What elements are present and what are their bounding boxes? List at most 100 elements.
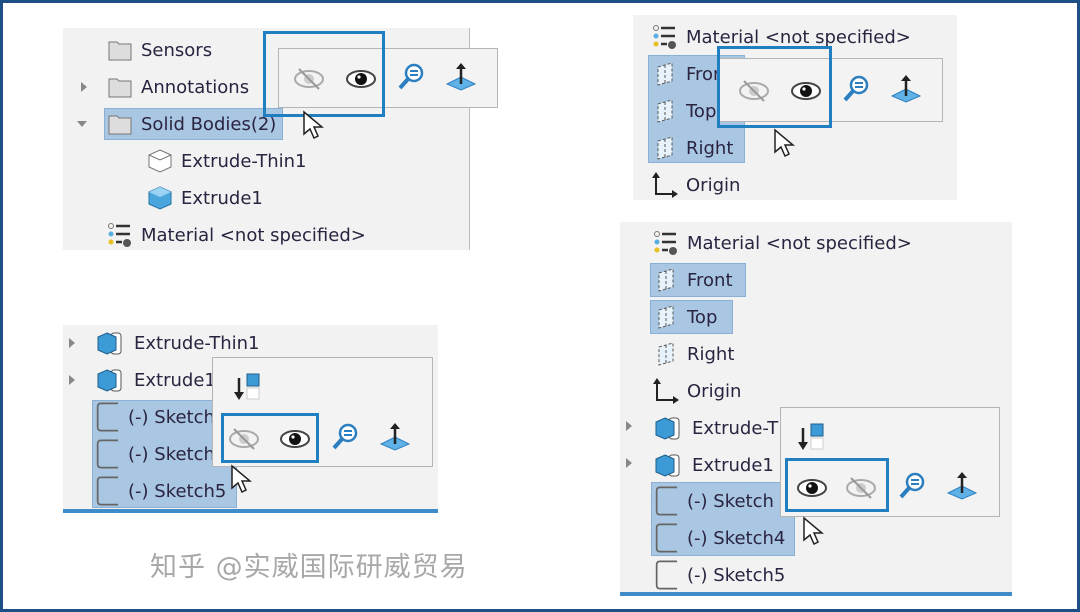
isolate-icon[interactable]	[231, 372, 263, 402]
tree-item-extrude1[interactable]: Extrude1	[147, 183, 263, 213]
item-label: (-) Sketch5	[687, 564, 786, 586]
tree-item-sketch5[interactable]: (-) Sketch5	[653, 560, 785, 590]
zoom-to-selection-icon[interactable]	[895, 471, 929, 501]
item-label: Material <not specified>	[141, 224, 366, 246]
tree-item-solid-bodies[interactable]: Solid Bodies(2)	[107, 109, 276, 139]
collapse-arrow-icon[interactable]	[77, 121, 87, 127]
tree-item-material[interactable]: Material <not specified>	[653, 228, 912, 258]
annotations-folder-icon	[107, 74, 133, 100]
item-label: Origin	[686, 174, 741, 196]
zoom-to-selection-icon[interactable]	[394, 62, 428, 92]
isolate-icon[interactable]	[795, 422, 827, 452]
callout-highlight-box	[263, 31, 385, 117]
sketch-icon	[653, 484, 679, 518]
plane-icon	[652, 135, 678, 161]
item-label: (-) Sketch	[128, 443, 215, 465]
mouse-cursor-icon	[802, 516, 824, 546]
context-toolbar	[278, 48, 498, 108]
sketch-icon	[653, 558, 679, 592]
tree-item-extrude1[interactable]: Extrude1	[654, 450, 774, 480]
origin-icon	[652, 172, 678, 198]
expand-arrow-icon[interactable]	[626, 458, 632, 468]
plane-icon	[653, 304, 679, 330]
normal-to-icon[interactable]	[444, 62, 478, 92]
expand-arrow-icon[interactable]	[81, 82, 87, 92]
item-label: (-) Sketch5	[128, 480, 227, 502]
extrude-feature-icon	[96, 330, 126, 356]
item-label: Right	[687, 343, 735, 365]
tree-item-material[interactable]: Material <not specified>	[652, 22, 911, 52]
tree-item-origin[interactable]: Origin	[653, 376, 741, 406]
sketch-icon	[94, 474, 120, 508]
item-label: Top	[686, 100, 717, 122]
context-toolbar	[780, 407, 1000, 517]
expand-arrow-icon[interactable]	[626, 421, 632, 431]
tree-item-sketch5[interactable]: (-) Sketch5	[94, 476, 226, 506]
tree-item-sketch4[interactable]: (-) Sketch4	[653, 523, 785, 553]
tree-item-top[interactable]: Top	[653, 302, 717, 332]
callout-highlight-box	[221, 413, 319, 463]
tree-item-extrude-thin1[interactable]: Extrude-Thin1	[96, 328, 260, 358]
tree-item-extrude-thin[interactable]: Extrude-T	[654, 413, 778, 443]
item-label: Annotations	[141, 76, 250, 98]
tree-item-sensors[interactable]: Sensors	[107, 35, 212, 65]
panel-bottom-bar	[620, 592, 1012, 596]
material-icon	[653, 230, 679, 256]
item-label: (-) Sketch	[128, 406, 215, 428]
item-label: Material <not specified>	[687, 232, 912, 254]
extrude-feature-icon	[96, 367, 126, 393]
item-label: Extrude-Thin1	[134, 332, 260, 354]
zoom-to-selection-icon[interactable]	[328, 422, 362, 452]
material-icon	[107, 222, 133, 248]
solid-body-icon	[147, 185, 173, 211]
tree-item-origin[interactable]: Origin	[652, 170, 740, 200]
tree-item-right[interactable]: Right	[653, 339, 734, 369]
plane-icon	[653, 341, 679, 367]
item-label: Extrude-T	[692, 417, 779, 439]
item-label: Extrude-Thin1	[181, 150, 307, 172]
expand-arrow-icon[interactable]	[69, 338, 75, 348]
tree-item-sketch[interactable]: (-) Sketch	[94, 439, 215, 469]
solid-bodies-folder-icon	[107, 111, 133, 137]
extrude-feature-icon	[654, 452, 684, 478]
item-label: Right	[686, 137, 734, 159]
panel-bottom-bar	[63, 509, 438, 513]
item-label: Origin	[687, 380, 742, 402]
tree-item-top[interactable]: Top	[652, 96, 716, 126]
item-label: Top	[687, 306, 718, 328]
callout-highlight-box	[785, 458, 889, 512]
origin-icon	[653, 378, 679, 404]
item-label: Front	[687, 269, 733, 291]
zoom-to-selection-icon[interactable]	[839, 74, 873, 104]
sensors-folder-icon	[107, 37, 133, 63]
tree-item-material[interactable]: Material <not specified>	[107, 220, 366, 250]
tree-item-sketch[interactable]: (-) Sketch	[94, 402, 215, 432]
item-label: (-) Sketch	[687, 490, 774, 512]
panel-divider	[469, 28, 470, 250]
callout-highlight-box	[717, 46, 832, 128]
expand-arrow-icon[interactable]	[69, 375, 75, 385]
mouse-cursor-icon	[773, 128, 795, 158]
normal-to-icon[interactable]	[378, 422, 412, 452]
tree-item-extrude1[interactable]: Extrude1	[96, 365, 216, 395]
item-label: Extrude1	[134, 369, 216, 391]
sketch-icon	[94, 437, 120, 471]
tree-item-extrude-thin1[interactable]: Extrude-Thin1	[147, 146, 307, 176]
tree-item-front[interactable]: Front	[653, 265, 733, 295]
item-label: Extrude1	[692, 454, 774, 476]
context-toolbar	[212, 357, 433, 467]
material-icon	[652, 24, 678, 50]
plane-icon	[652, 98, 678, 124]
extrude-feature-icon	[654, 415, 684, 441]
hidden-body-icon	[147, 148, 173, 174]
tree-item-sketch[interactable]: (-) Sketch	[653, 486, 774, 516]
tree-item-annotations[interactable]: Annotations	[107, 72, 249, 102]
selection-highlight	[104, 108, 283, 140]
sketch-icon	[653, 521, 679, 555]
item-label: Extrude1	[181, 187, 263, 209]
tree-item-right[interactable]: Right	[652, 133, 733, 163]
item-label: Material <not specified>	[686, 26, 911, 48]
normal-to-icon[interactable]	[889, 74, 923, 104]
normal-to-icon[interactable]	[945, 471, 979, 501]
plane-icon	[653, 267, 679, 293]
